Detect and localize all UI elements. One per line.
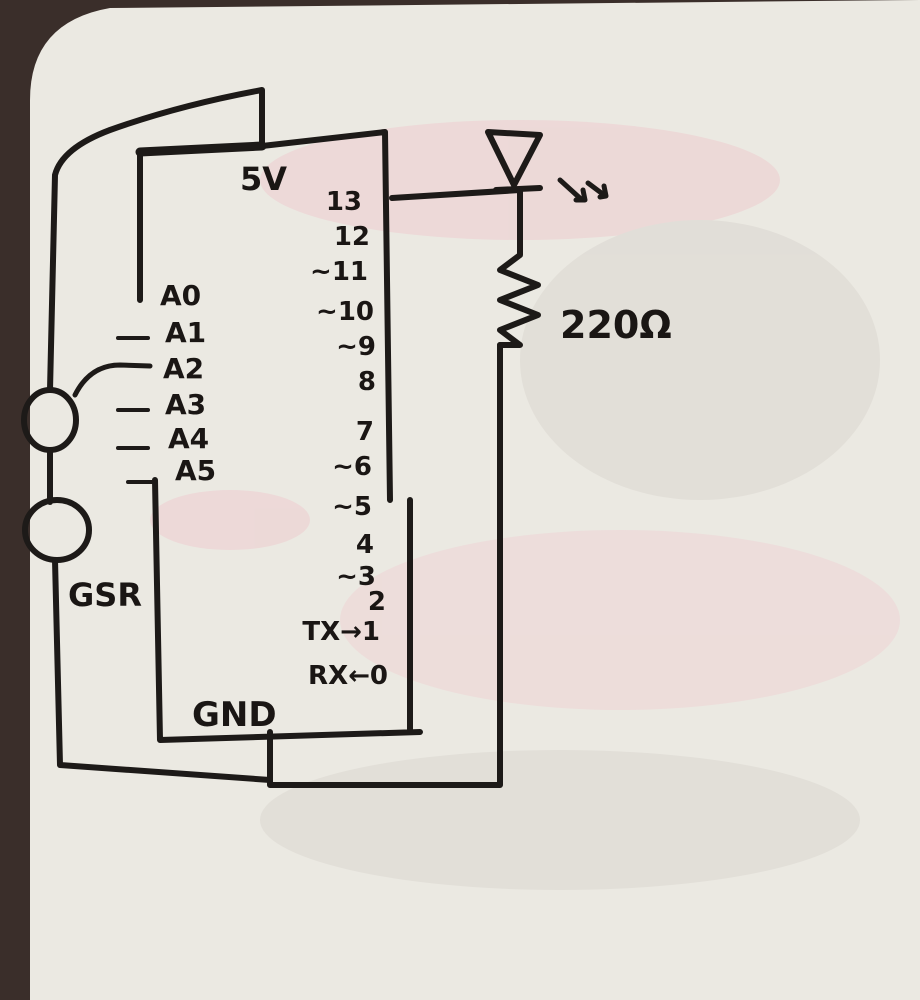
gsr-sensor	[21, 387, 273, 783]
analog-pin-label: A1	[165, 316, 206, 349]
analog-pin-label: A0	[160, 279, 201, 312]
ground-wire	[267, 342, 503, 788]
digital-pin-label: ~9	[336, 332, 376, 362]
digital-pin-label: ~5	[332, 492, 372, 522]
sensor-label: GSR	[68, 576, 142, 614]
analog-pin-label: A4	[168, 422, 209, 455]
arduino-board-outline	[135, 129, 423, 743]
digital-pin-label: 2	[368, 587, 386, 617]
power-wire	[47, 87, 265, 393]
analog-pin-label: A3	[165, 388, 206, 421]
power-label: 5V	[240, 160, 287, 198]
digital-pin-label: 12	[334, 222, 370, 252]
digital-pin-label: RX←0	[308, 661, 388, 691]
eraser-smudges	[150, 120, 900, 890]
digital-pin-label: 7	[356, 417, 374, 447]
analog-pin-stubs	[116, 336, 157, 484]
analog-pin-labels: A0 A1 A2 A3 A4 A5	[160, 279, 216, 487]
digital-pin-label: TX→1	[302, 617, 380, 647]
digital-pin-label: ~10	[316, 297, 374, 327]
digital-pin-label: 4	[356, 530, 374, 560]
analog-pin-label: A5	[175, 454, 216, 487]
resistor-symbol	[497, 187, 541, 348]
digital-pin-label: ~3	[336, 562, 376, 592]
whiteboard-surface	[30, 0, 920, 1000]
a2-wire	[72, 362, 153, 398]
analog-pin-label: A2	[163, 352, 204, 385]
digital-pin-labels: 13 12 ~11 ~10 ~9 8 7 ~6 ~5 4 ~3 2 TX→1 R…	[302, 187, 388, 691]
digital-pin-label: 8	[358, 367, 376, 397]
digital-pin-label: 13	[326, 187, 362, 217]
digital-pin-label: ~11	[310, 257, 368, 287]
resistor-label: 220Ω	[560, 303, 672, 347]
digital-pin-label: ~6	[332, 452, 372, 482]
ground-label: GND	[192, 695, 277, 735]
